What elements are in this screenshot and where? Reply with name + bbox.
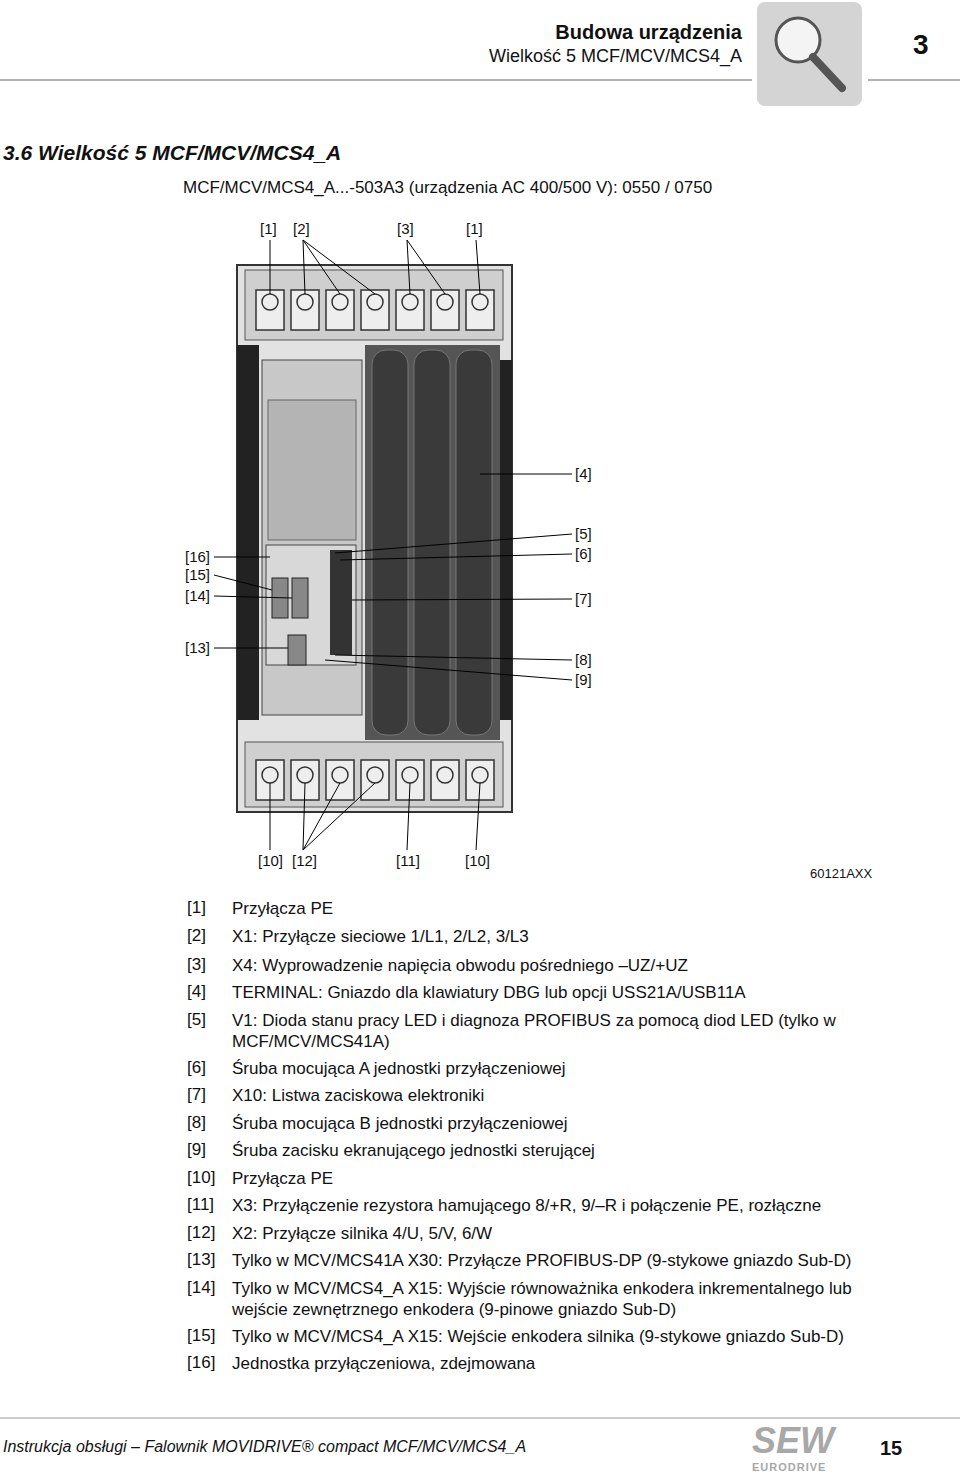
model-subtitle: MCF/MCV/MCS4_A...-503A3 (urządzenia AC 4… bbox=[183, 178, 712, 198]
callout-number: [3] bbox=[397, 220, 414, 238]
callout-number: [1] bbox=[466, 220, 483, 238]
callout-number: [9] bbox=[575, 671, 592, 689]
terminal-bolts bbox=[256, 760, 494, 800]
callout-number: [15] bbox=[185, 566, 210, 584]
list-item-number: [2] bbox=[187, 926, 206, 946]
list-item-text: X10: Listwa zaciskowa elektroniki bbox=[232, 1085, 892, 1106]
list-item-number: [6] bbox=[187, 1058, 206, 1078]
list-item-number: [15] bbox=[187, 1326, 215, 1346]
list-item-text: Śruba mocująca B jednostki przyłączeniow… bbox=[232, 1113, 892, 1134]
footer-rule bbox=[0, 1418, 960, 1419]
list-item-number: [3] bbox=[187, 955, 206, 975]
header-rule bbox=[0, 79, 752, 81]
callout-number: [16] bbox=[185, 548, 210, 566]
page-number: 15 bbox=[880, 1436, 902, 1460]
brand-logo-subtext: EURODRIVE bbox=[752, 1461, 826, 1474]
callout-number: [10] bbox=[465, 852, 490, 870]
footer-text: Instrukcja obsługi – Falownik MOVIDRIVE®… bbox=[3, 1437, 526, 1456]
callout-number: [1] bbox=[260, 220, 277, 238]
list-item-text: Tylko w MCV/MCS4_A X15: Wyjście równoważ… bbox=[232, 1278, 892, 1320]
side-panel bbox=[237, 345, 259, 720]
housing bbox=[237, 265, 512, 812]
header-chapter: Budowa urządzenia bbox=[555, 20, 742, 44]
brand-logo: SEW bbox=[752, 1422, 834, 1460]
magnifier-handle bbox=[813, 57, 842, 88]
terminal-strip bbox=[245, 270, 503, 340]
callout-number: [5] bbox=[575, 525, 592, 543]
terminal-bolts bbox=[256, 290, 494, 330]
sub-d-socket bbox=[288, 635, 306, 665]
list-item-text: Śruba zacisku ekranującego jednostki ste… bbox=[232, 1140, 892, 1161]
terminal-block bbox=[330, 550, 352, 655]
list-item-text: X1: Przyłącze sieciowe 1/L1, 2/L2, 3/L3 bbox=[232, 926, 892, 947]
heatsink bbox=[365, 345, 500, 740]
list-item-number: [12] bbox=[187, 1223, 215, 1243]
list-item-text: Tylko w MCV/MCS41A X30: Przyłącze PROFIB… bbox=[232, 1250, 892, 1271]
callout-number: [4] bbox=[575, 465, 592, 483]
callout-number: [14] bbox=[185, 587, 210, 605]
list-item-text: Śruba mocująca A jednostki przyłączeniow… bbox=[232, 1058, 892, 1079]
list-item-number: [13] bbox=[187, 1250, 215, 1270]
list-item-text: Przyłącza PE bbox=[232, 898, 892, 919]
callout-number: [6] bbox=[575, 545, 592, 563]
list-item-number: [8] bbox=[187, 1113, 206, 1133]
callout-number: [8] bbox=[575, 651, 592, 669]
chapter-icon-box bbox=[757, 2, 862, 106]
callout-number: [13] bbox=[185, 639, 210, 657]
chapter-number: 3 bbox=[913, 28, 929, 62]
list-item-number: [14] bbox=[187, 1278, 215, 1298]
list-item-text: Tylko w MCV/MCS4_A X15: Wejście enkodera… bbox=[232, 1326, 892, 1347]
section-title: 3.6 Wielkość 5 MCF/MCV/MCS4_A bbox=[3, 140, 341, 165]
list-item-number: [5] bbox=[187, 1010, 206, 1030]
list-item-text: X4: Wyprowadzenie napięcia obwodu pośred… bbox=[232, 955, 892, 976]
list-item-number: [10] bbox=[187, 1168, 215, 1188]
list-item-text: Jednostka przyłączeniowa, zdejmowana bbox=[232, 1353, 892, 1374]
list-item-number: [9] bbox=[187, 1140, 206, 1160]
list-item-text: Przyłącza PE bbox=[232, 1168, 892, 1189]
list-item-text: X3: Przyłączenie rezystora hamującego 8/… bbox=[232, 1195, 892, 1216]
list-item-number: [11] bbox=[187, 1195, 214, 1215]
list-item-text: V1: Dioda stanu pracy LED i diagnoza PRO… bbox=[232, 1010, 892, 1052]
callout-number: [7] bbox=[575, 590, 592, 608]
terminal-strip bbox=[245, 742, 503, 807]
keypad-slot bbox=[268, 400, 356, 540]
leader-lines bbox=[214, 240, 572, 850]
callout-number: [10] bbox=[258, 852, 283, 870]
heatsink-fins bbox=[372, 350, 492, 735]
list-item-number: [7] bbox=[187, 1085, 206, 1105]
header-subtitle: Wielkość 5 MCF/MCV/MCS4_A bbox=[489, 46, 742, 68]
callout-number: [2] bbox=[293, 220, 310, 238]
header-rule bbox=[868, 79, 960, 81]
list-item-number: [16] bbox=[187, 1353, 215, 1373]
connection-unit bbox=[266, 545, 356, 665]
list-item-number: [4] bbox=[187, 982, 206, 1002]
figure-id: 60121AXX bbox=[810, 866, 872, 882]
list-item-text: X2: Przyłącze silnika 4/U, 5/V, 6/W bbox=[232, 1223, 892, 1244]
callout-number: [11] bbox=[396, 852, 420, 870]
list-item-number: [1] bbox=[187, 898, 206, 918]
sub-d-socket bbox=[292, 578, 308, 618]
callout-number: [12] bbox=[292, 852, 317, 870]
list-item-text: TERMINAL: Gniazdo dla klawiatury DBG lub… bbox=[232, 982, 892, 1003]
